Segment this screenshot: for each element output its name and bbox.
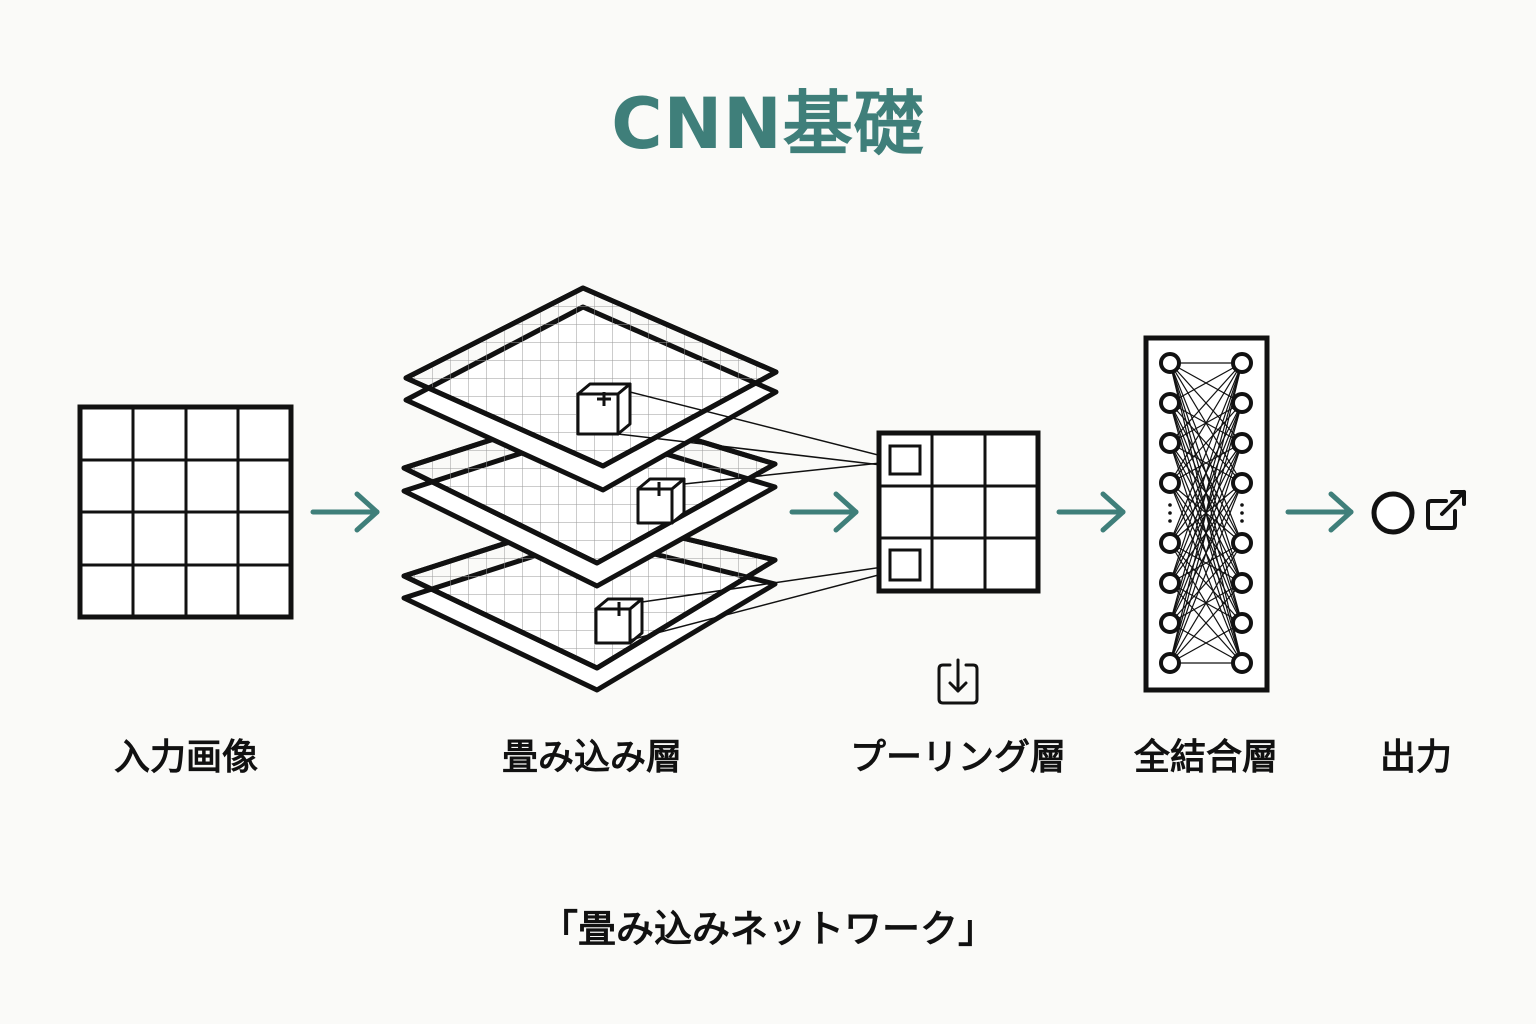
- fully-connected-layer: [1143, 335, 1270, 693]
- arrow-conv-to-pool: [789, 491, 859, 533]
- external-link-icon: [1426, 490, 1466, 530]
- kernel-cube-icon: [636, 477, 686, 525]
- arrow-pool-to-fc: [1056, 491, 1126, 533]
- kernel-cube-icon: [576, 382, 632, 436]
- input-image-grid: [77, 404, 294, 620]
- stage-label-fc: 全結合層: [1133, 737, 1278, 778]
- pooling-grid: [876, 430, 1041, 594]
- stage-label-pool: プーリング層: [849, 737, 1066, 778]
- page-title: CNN基礎: [611, 83, 925, 165]
- conv-layer-stack: [401, 285, 891, 693]
- arrow-fc-to-output: [1285, 491, 1354, 533]
- stage-label-input: 入力画像: [113, 737, 258, 778]
- caption: 「畳み込みネットワーク」: [539, 907, 996, 951]
- download-icon: [937, 658, 979, 705]
- kernel-cube-icon: [594, 597, 644, 645]
- stage-label-conv: 畳み込み層: [501, 737, 682, 778]
- arrow-input-to-conv: [310, 491, 380, 533]
- stage-label-output: 出力: [1379, 737, 1452, 778]
- output-node-icon: [1371, 491, 1415, 535]
